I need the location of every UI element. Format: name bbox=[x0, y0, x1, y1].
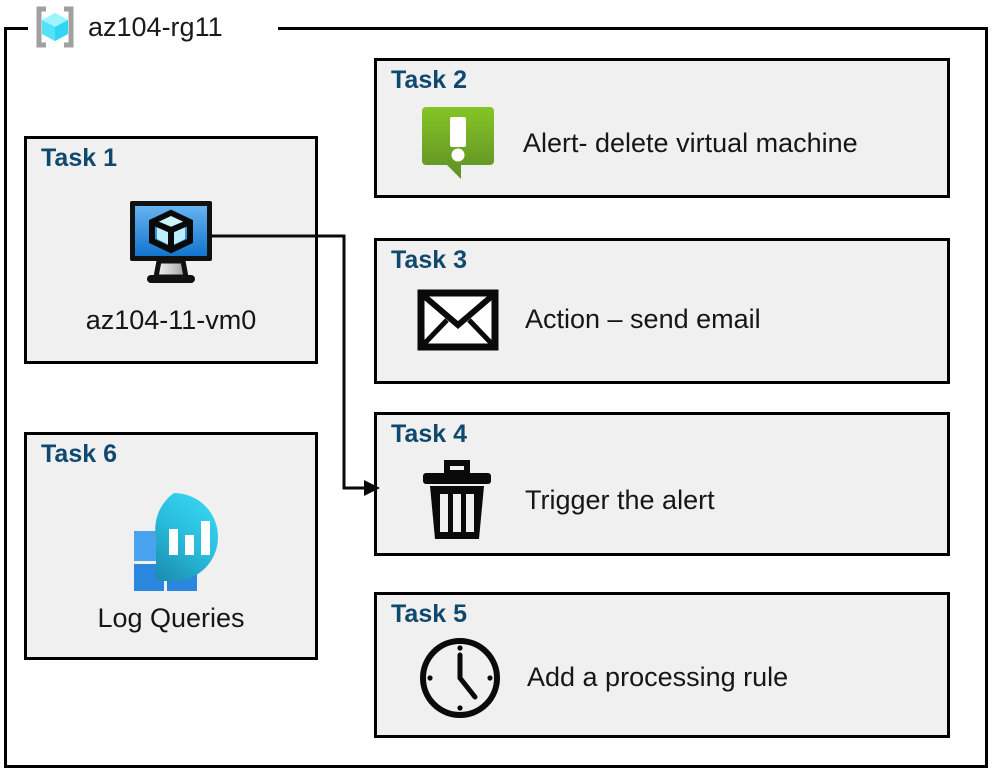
task-card-title: Task 1 bbox=[41, 144, 117, 172]
task-card-title: Task 5 bbox=[391, 600, 467, 628]
trash-icon bbox=[419, 459, 495, 543]
resource-group-name: az104-rg11 bbox=[88, 11, 223, 42]
task-card-text: Action – send email bbox=[525, 304, 761, 335]
task-card-caption: az104-11-vm0 bbox=[85, 305, 257, 335]
envelope-icon bbox=[417, 289, 499, 351]
task-card-body: Alert- delete virtual machine bbox=[417, 105, 858, 183]
task-card-text: Trigger the alert bbox=[525, 485, 715, 516]
task-card-caption: Log Queries bbox=[97, 603, 245, 633]
log-analytics-icon bbox=[27, 487, 315, 591]
resource-group-label: az104-rg11 bbox=[30, 4, 223, 50]
task-card-text: Alert- delete virtual machine bbox=[523, 128, 858, 159]
alert-bubble-icon bbox=[417, 105, 499, 183]
task-card-title: Task 6 bbox=[41, 440, 117, 468]
resource-group-frame bbox=[4, 27, 988, 768]
task-card-title: Task 4 bbox=[391, 420, 467, 448]
resource-group-icon bbox=[30, 4, 80, 50]
task-card-body: Trigger the alert bbox=[419, 459, 715, 543]
task-card-title: Task 2 bbox=[391, 66, 467, 94]
task-card-task3[interactable]: Task 3 Action – send email bbox=[374, 238, 950, 384]
task-card-task2[interactable]: Task 2 Alert- delete virtual machine bbox=[374, 58, 950, 198]
task-card-task1[interactable]: Task 1 bbox=[24, 136, 318, 364]
virtual-machine-icon bbox=[27, 197, 315, 289]
task-card-task5[interactable]: Task 5 Add a processing rule bbox=[374, 592, 950, 738]
task-card-title: Task 3 bbox=[391, 246, 467, 274]
task-card-text: Add a processing rule bbox=[527, 662, 789, 693]
task-card-task4[interactable]: Task 4 Trigger the alert bbox=[374, 412, 950, 556]
task-card-body: Add a processing rule bbox=[417, 635, 788, 721]
task-card-task6[interactable]: Task 6 bbox=[24, 432, 318, 660]
task-card-body: Action – send email bbox=[417, 289, 761, 351]
clock-icon bbox=[417, 635, 503, 721]
